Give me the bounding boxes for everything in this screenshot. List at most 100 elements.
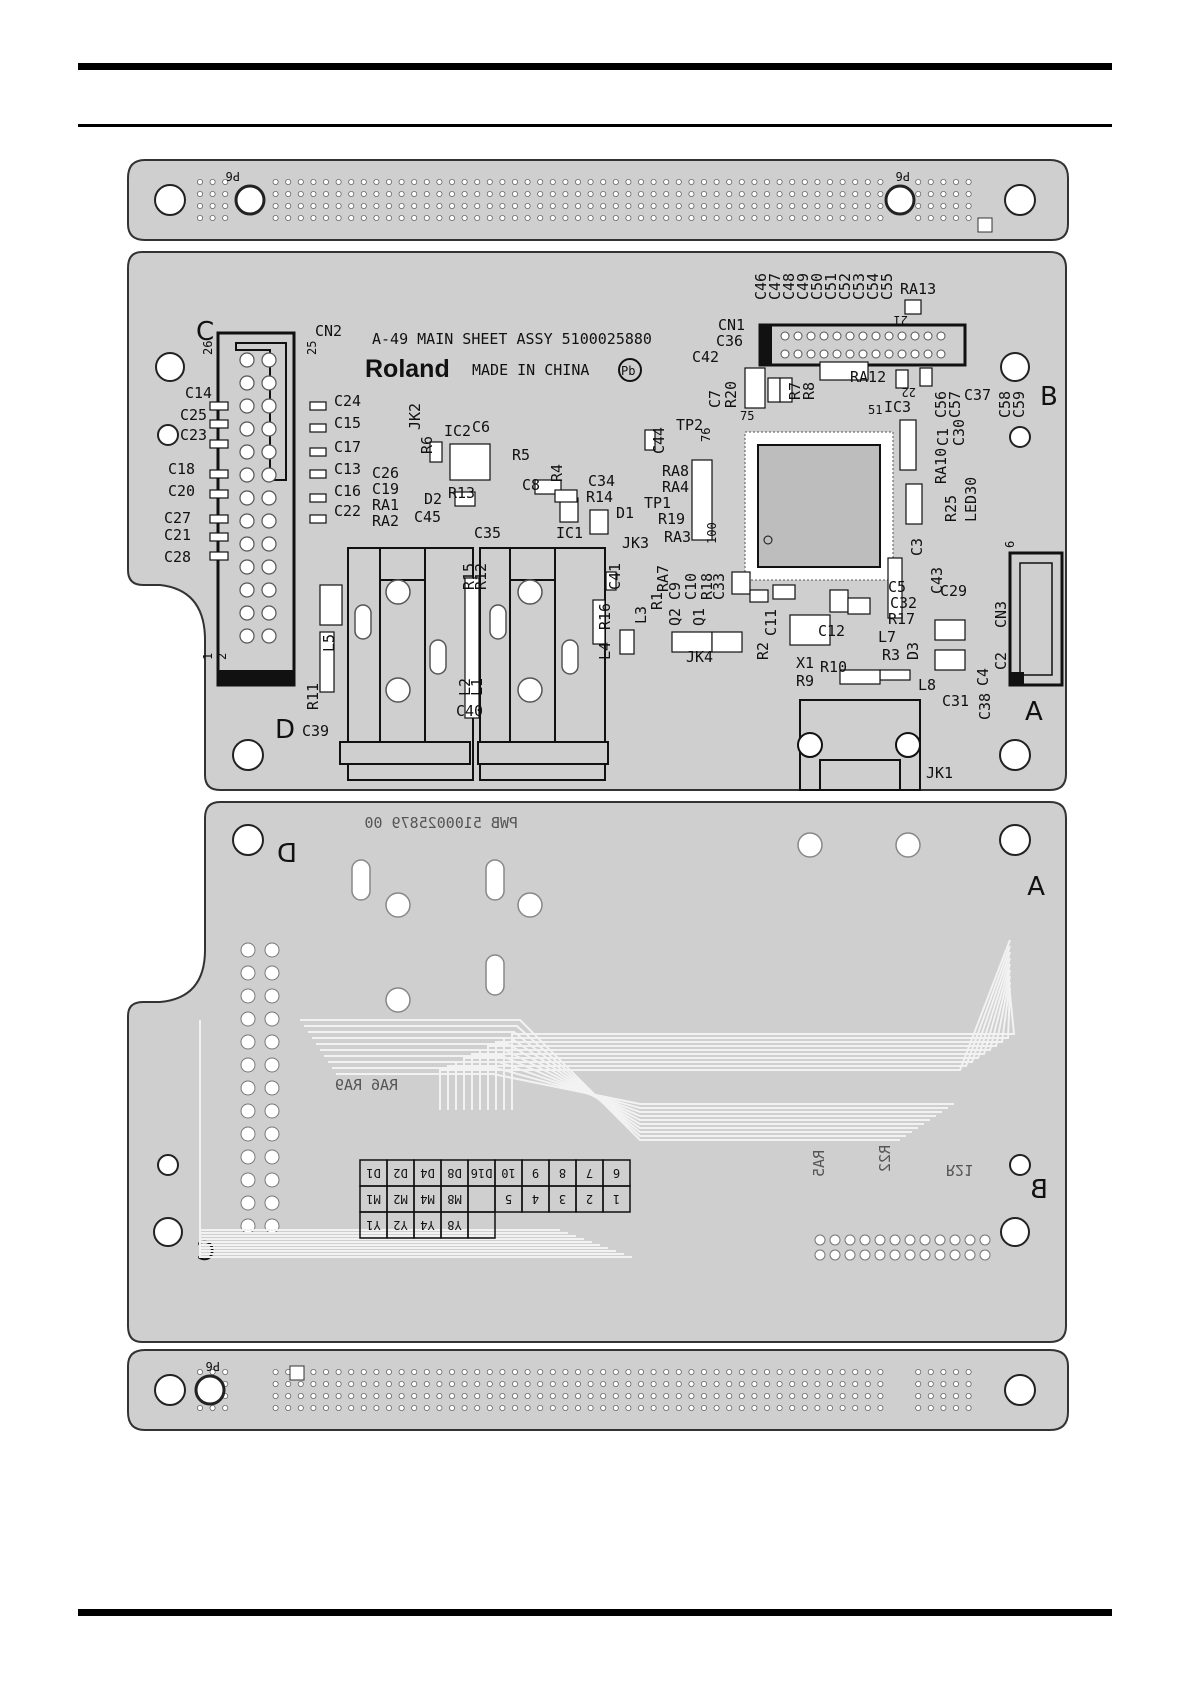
trace [479,969,1011,1110]
rail-pin [713,178,720,185]
pad [874,1249,886,1261]
rail-pin [801,202,808,209]
rail-pin [638,202,645,209]
cn1-pin [923,331,933,341]
rail-pin [612,1381,619,1388]
rail-pin [385,1381,392,1388]
smd-part [839,669,881,685]
smd-part [319,631,335,693]
rail-pin [738,178,745,185]
rail-pin [209,178,216,185]
matrix-cell-label: 5 [505,1192,512,1206]
rail-pin [222,190,229,197]
usb-port [819,759,901,791]
rail-pin [587,214,594,221]
rail-pin [322,1405,329,1412]
rail-pin [348,1405,355,1412]
component-label: R6 [418,436,436,454]
rail-pin [688,178,695,185]
corner-label-a-bottom: A [1027,872,1045,902]
rail-pin [512,178,519,185]
component-label: RA1 [372,496,399,514]
component-label: C7 [706,390,724,408]
rail-pin [663,1405,670,1412]
rail-pin [474,214,481,221]
hole [1004,184,1036,216]
ic3-dot [763,535,773,545]
rail-pin [448,1405,455,1412]
component-label: L4 [596,642,614,660]
rail-pin [512,1393,519,1400]
rail-pin [789,1381,796,1388]
pad [874,1234,886,1246]
component-label: C26 [372,464,399,482]
rail-pin [549,1381,556,1388]
rail-pin [839,202,846,209]
rail-pin [877,214,884,221]
rail-pin [852,178,859,185]
rail-pin [398,190,405,197]
rail-pin [524,1405,531,1412]
cn3-body [1008,551,1064,687]
pad-oval [429,639,447,675]
pad [889,1234,901,1246]
rail-pin [663,190,670,197]
rail-pin [713,1405,720,1412]
pad [964,1234,976,1246]
pad [934,1249,946,1261]
rail-pin [814,1369,821,1376]
smd-part [589,509,609,535]
bottom-rail [127,1349,1069,1431]
smd-part [847,597,871,615]
smd-part [209,419,229,429]
rail-pin [360,214,367,221]
rail-pin [638,190,645,197]
rail-pin [852,202,859,209]
rail-pin [385,1369,392,1376]
component-label: C42 [692,348,719,366]
component-label: C44 [650,427,668,454]
rail-pin [713,214,720,221]
rail-pin [650,1393,657,1400]
rail-pin [549,1393,556,1400]
component-label: C16 [334,482,361,500]
component-label: RA7 [654,565,672,592]
smd-part [449,443,491,481]
component-label: LED30 [962,477,980,522]
rail-pin [512,190,519,197]
rail-pin [411,178,418,185]
rail-pin [638,1369,645,1376]
top-labels: A-49 MAIN SHEET ASSY 5100025880 Roland M… [196,317,1058,745]
corner-label-b-top: B [1040,382,1058,412]
rail-pin [562,190,569,197]
trace [471,963,1011,1110]
cn2-pin [261,490,277,506]
rail-pin [512,1381,519,1388]
matrix-cell-label: 10 [501,1166,515,1180]
rail-pin [612,202,619,209]
component-label: R14 [586,488,613,506]
rail-pin [310,202,317,209]
rail-pin [675,1369,682,1376]
rail-pin [814,190,821,197]
trace [511,993,1016,1110]
rail-pin [675,178,682,185]
smd-part [309,469,327,479]
matrix-cell-label: 2 [586,1192,593,1206]
cn2-pin [261,467,277,483]
rail-pin [839,1369,846,1376]
component-label: R11 [304,683,322,710]
rail-pin [852,1393,859,1400]
rail-pin [562,178,569,185]
rail-pin [222,1369,229,1376]
rail-pin [436,1381,443,1388]
rail-pin [726,190,733,197]
rail-pin [814,1393,821,1400]
pad [859,1249,871,1261]
rail-pin [512,1405,519,1412]
component-label: C33 [710,573,728,600]
component-label: RA4 [662,478,689,496]
rail-pin [272,178,279,185]
component-label: C6 [472,418,490,436]
rail-pin [650,1405,657,1412]
